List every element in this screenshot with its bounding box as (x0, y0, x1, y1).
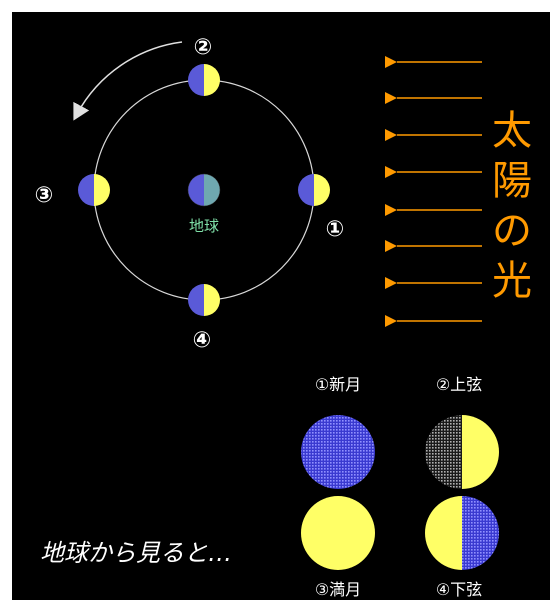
phase-label-new-moon: ①新月 (315, 375, 361, 394)
earth-label: 地球 (189, 217, 219, 235)
moon-phase-diagram: 地球 ② ③ ① ④ (12, 12, 550, 600)
sunlight-label: 太 陽 の 光 (492, 108, 532, 304)
sunlight-label-char: 太 (492, 108, 532, 154)
phase-new-moon (301, 415, 375, 489)
moon-right (298, 174, 330, 206)
phase-label-full-moon: ③満月 (315, 580, 361, 599)
phase-label-last-quarter: ④下弦 (436, 580, 482, 599)
viewed-from-earth-caption: 地球から見ると… (40, 539, 232, 567)
orbit-direction-arrow (73, 41, 183, 121)
sunlight-label-char: 光 (492, 258, 532, 304)
phase-last-quarter (425, 496, 499, 570)
earth (187, 173, 221, 207)
orbit-number-1: ① (326, 217, 345, 242)
moon-left (78, 174, 110, 206)
diagram-canvas: 地球 ② ③ ① ④ (35, 35, 532, 599)
sunlight-label-char: の (492, 208, 532, 254)
orbit-number-2: ② (194, 35, 213, 60)
phase-full-moon (301, 496, 375, 570)
phase-first-quarter (425, 415, 499, 489)
moon-bottom (188, 284, 220, 316)
sunlight-arrows (385, 56, 482, 327)
phase-label-first-quarter: ②上弦 (436, 375, 482, 394)
moon-top (188, 64, 220, 96)
orbit-number-3: ③ (35, 183, 54, 208)
sunlight-label-char: 陽 (492, 158, 532, 204)
orbit-number-4: ④ (193, 328, 212, 353)
